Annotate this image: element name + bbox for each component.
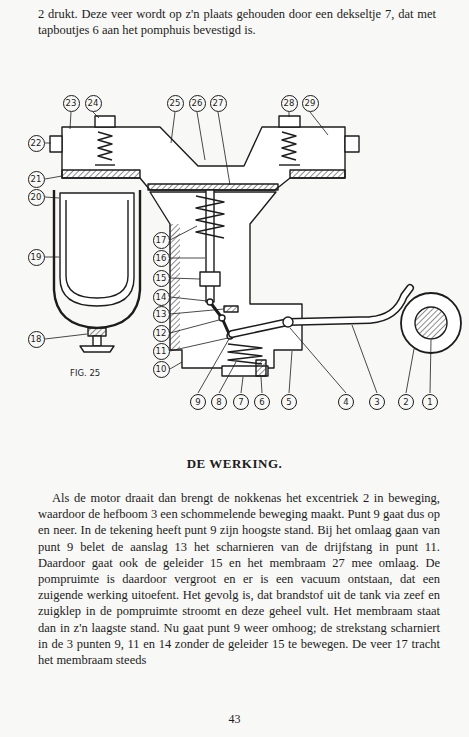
callout-text: 27 [213,99,224,108]
callout-number: 27 [210,95,227,112]
callout-text: 25 [170,99,181,108]
callout-text: 5 [286,398,291,407]
pump-cover [62,127,345,190]
callout-number: 7 [233,394,249,410]
callout-text: 24 [88,99,99,108]
callout-number: 22 [28,135,45,152]
stop [224,306,238,312]
callout-number: 20 [28,189,45,206]
lever-pivot [283,317,293,327]
callout-number: 14 [153,289,170,306]
screw-head [95,116,115,127]
callout-text: 23 [66,99,77,108]
callout-number: 13 [153,306,170,323]
inlet-nipple [50,136,62,152]
leader-lines [45,112,431,393]
callout-number: 3 [369,394,385,410]
callout-text: 10 [156,365,167,374]
outlet-nipple [345,136,359,152]
callout-number: 25 [167,95,184,112]
callout-text: 26 [192,99,203,108]
callout-number: 16 [153,250,170,267]
diaphragm [148,184,278,190]
callout-text: 19 [31,253,42,262]
callout-number: 4 [338,394,354,410]
stirrup-screw [88,328,106,336]
thumb-nut [80,346,114,352]
valve-spring [282,132,296,160]
callout-number: 28 [281,95,298,112]
callout-number: 21 [28,171,45,188]
page-number: 43 [0,712,469,727]
callout-number: 10 [153,361,170,378]
callout-text: 14 [156,293,167,302]
body-paragraph: Als de motor draait dan brengt de nokken… [38,490,440,668]
callout-number: 17 [153,232,170,249]
callout-number: 9 [190,394,206,410]
valve-spring [98,132,112,160]
callout-text: 4 [343,398,348,407]
callout-text: 28 [284,99,295,108]
callout-text: 21 [31,175,42,184]
callout-number: 1 [422,394,438,410]
filter-bowl [60,193,134,306]
callout-text: 22 [31,139,42,148]
callout-number: 5 [281,394,297,410]
rocker-lever [232,288,410,334]
callout-text: 12 [156,329,167,338]
callout-number: 24 [85,95,102,112]
diaphragm-spring [196,196,224,238]
stud-bolt [256,360,266,376]
callout-text: 1 [427,398,432,407]
callout-text: 18 [31,335,42,344]
callout-text: 2 [403,398,408,407]
callout-text: 3 [374,398,379,407]
figure-caption: FIG. 25 [70,368,100,378]
callout-number: 6 [254,394,270,410]
callout-text: 7 [238,398,243,407]
callout-text: 9 [195,398,200,407]
callout-number: 23 [63,95,80,112]
callout-number: 2 [398,394,414,410]
guide [200,272,220,286]
camshaft [415,307,447,339]
callout-number: 12 [153,325,170,342]
callout-number: 15 [153,270,170,287]
callout-number: 19 [28,249,45,266]
callout-text: 20 [31,193,42,202]
bowl-stirrup [54,190,140,328]
section-heading: DE WERKING. [0,456,469,472]
callout-text: 13 [156,310,167,319]
callout-text: 29 [305,99,316,108]
callout-number: 29 [302,95,319,112]
callout-number: 11 [153,343,170,360]
callout-text: 17 [156,236,167,245]
callout-number: 26 [189,95,206,112]
callout-text: 8 [216,398,221,407]
hatched-flange [62,170,140,178]
callout-number: 18 [28,331,45,348]
callout-text: 15 [156,274,167,283]
body-paragraph: 2 drukt. Deze veer wordt op z'n plaats g… [38,6,436,38]
callout-number: 8 [211,394,227,410]
callout-text: 16 [156,254,167,263]
pump-body [150,192,302,368]
callout-text: 6 [259,398,264,407]
callout-text: 11 [156,347,167,356]
hatched-flange [290,170,345,178]
screw-head [279,116,300,127]
